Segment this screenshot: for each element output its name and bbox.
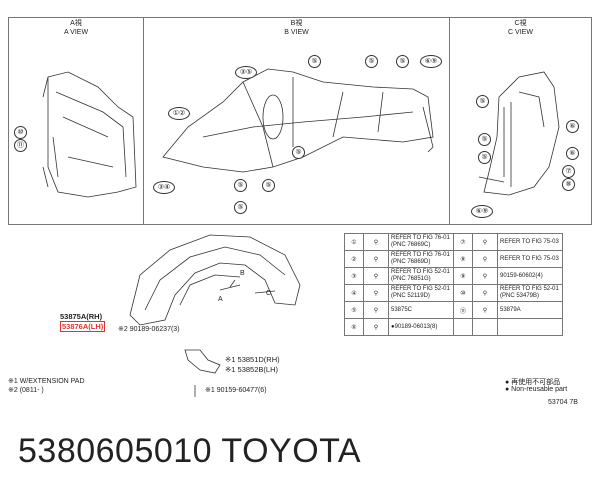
part-label-lh: 53876A(LH): [60, 321, 106, 332]
ref-num: [453, 318, 473, 336]
ref-text: 90159-60602(4): [497, 267, 563, 285]
bottom-title: 5380605010 TOYOTA: [18, 432, 362, 470]
table-row: ①⚲REFER TO FIG 76-01 (PNC 76869C)⑦⚲REFER…: [344, 233, 563, 251]
legend-en: ● Non-reusable part: [505, 386, 568, 393]
b-callout-69: ⑥⑨: [420, 55, 442, 68]
ref-text: REFER TO FIG 76-01 (PNC 76869C): [388, 233, 454, 251]
clip-icon: ⚲: [472, 250, 498, 268]
ref-num: ①: [344, 233, 364, 251]
c-callout-7: ⑦: [562, 165, 575, 178]
ref-text: REFER TO FIG 75-03: [497, 233, 563, 251]
clip-icon: ⚲: [363, 318, 389, 336]
b-callout-5e: ⑤: [234, 179, 247, 192]
b-callout-5a: ⑤: [308, 55, 321, 68]
footnote-2: ※2 (0811- ): [8, 387, 44, 394]
c-view-panel: C視 C VIEW: [449, 17, 592, 225]
figure-code: 53704 7B: [548, 399, 578, 406]
ref-num: ⑤: [344, 301, 364, 319]
b-callout-5b: ⑤: [365, 55, 378, 68]
clip-icon: ⚲: [472, 233, 498, 251]
ref-text: ●90189-06013(8): [388, 318, 454, 336]
a-view-title-en: A VIEW: [63, 29, 89, 36]
arrow-c-label: C: [266, 290, 272, 297]
ref-text: 53875C: [388, 301, 454, 319]
clip-icon: ⚲: [363, 250, 389, 268]
clip-icon: ⚲: [363, 233, 389, 251]
b-callout-12: ①②: [168, 107, 190, 120]
part-label-d: ※1 53851D(RH): [225, 355, 280, 364]
b-callout-5d: ⑤: [292, 146, 305, 159]
part-label-b: ※1 53852B(LH): [225, 365, 278, 374]
ref-num: ⑥: [344, 318, 364, 336]
clip-icon: ⚲: [363, 267, 389, 285]
clip-icon: ⚲: [472, 267, 498, 285]
table-row: ③⚲REFER TO FIG 52-01 (PNC 76851G)⑨⚲90159…: [344, 267, 563, 285]
ref-num: ③: [344, 267, 364, 285]
table-row: ⑥⚲●90189-06013(8): [344, 318, 563, 336]
c-callout-6a: ⑥: [566, 120, 579, 133]
b-callout-34: ③④: [153, 181, 175, 194]
c-callout-69: ⑥⑨: [471, 205, 493, 218]
reference-table: ①⚲REFER TO FIG 76-01 (PNC 76869C)⑦⚲REFER…: [344, 233, 563, 336]
b-callout-5c: ⑤: [396, 55, 409, 68]
arrow-b-label: B: [240, 270, 245, 277]
a-callout-11: ⑪: [14, 139, 27, 152]
c-view-drawing: [478, 71, 560, 196]
b-view-title-en: B VIEW: [284, 29, 309, 36]
legend-jp: ● 再使用不可部品: [505, 379, 561, 386]
c-view-title-en: C VIEW: [508, 29, 533, 36]
ref-text: REFER TO FIG 75-03: [497, 250, 563, 268]
fastener-label-2: ※1 90159-60477(6): [205, 387, 267, 394]
ref-text: 53879A: [497, 301, 563, 319]
ref-text: [497, 318, 563, 336]
clip-icon: ⚲: [363, 301, 389, 319]
clip-icon: ⚲: [363, 284, 389, 302]
ref-num: ④: [344, 284, 364, 302]
c-callout-6b: ⑥: [566, 147, 579, 160]
ref-num: ⑧: [453, 250, 473, 268]
b-view-drawing: [162, 68, 434, 173]
table-row: ②⚲REFER TO FIG 76-01 (PNC 76869D)⑧⚲REFER…: [344, 250, 563, 268]
b-view-title-jp: B視: [290, 20, 303, 27]
a-callout-10: ⑩: [14, 126, 27, 139]
table-row: ④⚲REFER TO FIG 52-01 (PNC 52119D)⑩⚲REFER…: [344, 284, 563, 302]
c-callout-5a: ⑤: [476, 95, 489, 108]
ref-num: ⑪: [453, 301, 473, 319]
clip-icon: ⚲: [472, 284, 498, 302]
arrow-a-label: A: [218, 296, 223, 303]
ref-text: REFER TO FIG 52-01 (PNC 53479B): [497, 284, 563, 302]
clip-icon: ⚲: [472, 301, 498, 319]
footnote-1: ※1 W/EXTENSION PAD: [8, 378, 85, 385]
a-view-drawing: [42, 71, 137, 198]
c-callout-5b: ⑤: [478, 133, 491, 146]
b-callout-35: ③⑤: [235, 66, 257, 79]
b-callout-5g: ⑤: [234, 201, 247, 214]
b-callout-5f: ⑤: [262, 179, 275, 192]
c-callout-5c: ⑤: [478, 151, 491, 164]
ref-num: ⑦: [453, 233, 473, 251]
main-liner-drawing: [129, 234, 301, 397]
ref-num: ⑨: [453, 267, 473, 285]
part-label-rh: 53875A(RH): [60, 312, 103, 321]
c-callout-8: ⑧: [562, 178, 575, 191]
ref-text: REFER TO FIG 52-01 (PNC 76851G): [388, 267, 454, 285]
fastener-label-1: ※2 90189-06237(3): [118, 326, 180, 333]
ref-num: ⑩: [453, 284, 473, 302]
ref-text: REFER TO FIG 76-01 (PNC 76869D): [388, 250, 454, 268]
a-view-title-jp: A視: [70, 20, 82, 27]
ref-num: ②: [344, 250, 364, 268]
c-view-title-jp: C視: [514, 20, 527, 27]
ref-text: REFER TO FIG 52-01 (PNC 52119D): [388, 284, 454, 302]
